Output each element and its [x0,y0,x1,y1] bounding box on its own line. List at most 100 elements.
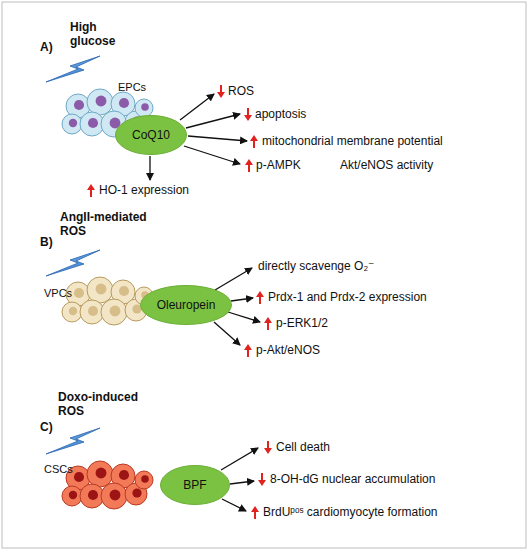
effect-arrow [149,156,150,180]
compound-name: BPF [183,478,206,492]
arrow-head [264,448,272,454]
increase-arrow [250,135,258,148]
increase-arrow [256,291,264,304]
arrow-head [87,184,95,190]
cell-body [87,461,113,487]
compound-ellipse: Oleuropein [140,285,232,325]
cell-body [101,483,127,509]
increase-arrow [264,317,272,330]
cell-nucleus [69,491,77,499]
cell-body [62,114,82,134]
effect-text: p-AMPK [256,158,326,172]
cell-nucleus [74,100,84,110]
arrow-head [250,135,258,141]
panel-letter: C) [40,420,70,434]
effect-arrow [214,322,240,345]
effect-text: Prdx-1 and Prdx-2 expression [268,290,488,304]
ellipse-shape [141,286,232,325]
increase-arrow [244,344,252,357]
cell-nucleus [132,488,141,497]
cell-body [62,302,82,322]
cell-body [80,484,104,508]
effect-arrow [180,94,214,120]
lightning-bolt [46,56,100,82]
ellipse-shape [161,466,230,505]
effect-text: mitochondrial membrane potential [262,134,492,148]
cell-body [101,299,127,325]
cell-type-label: CSCs [44,462,84,476]
cell-nucleus [119,470,129,480]
effect-arrow [230,481,254,484]
cell-type-label: EPCs [118,80,168,94]
cell-type-label: VPCs [44,286,84,300]
cell-body [87,277,113,303]
effect-arrow [228,312,260,322]
cell-nucleus [88,118,98,128]
arrow-head [245,159,253,165]
effect-arrow [188,136,247,141]
effect-text: ROS [228,84,288,98]
cell-nucleus [88,306,98,316]
decrease-arrow [264,441,272,454]
effect-arrow [215,268,252,290]
stressor-label: High glucose [70,20,122,48]
cell-nucleus [74,472,84,482]
increase-arrow [251,506,259,519]
lightning-bolt [46,250,100,276]
effect-arrow [186,114,240,128]
cell-nucleus [88,490,98,500]
decrease-arrow [217,85,225,98]
stressor-label: Doxo-induced ROS [58,390,150,418]
cell-body [135,471,153,489]
cell-nucleus [74,288,84,298]
cell-body [80,112,104,136]
cell-nucleus [96,468,107,479]
compound-ellipse: BPF [160,465,230,505]
compound-ellipse: CoQ10 [115,115,187,155]
cell-body [62,486,82,506]
increase-arrow [245,159,253,172]
effect-text: Akt/eNOS activity [340,158,480,172]
cell-nucleus [119,98,129,108]
effect-text: BrdUᵖᵒˢ cardiomyocyte formation [263,505,513,519]
effect-text: p-ERK1/2 [276,316,376,330]
effect-text: Cell death [276,440,396,454]
node-text-holder: CoQ10 [115,115,187,155]
cell-nucleus [110,306,121,317]
decrease-arrow [258,473,266,486]
node-text-holder: BPF [160,465,230,505]
cell-body [87,89,113,115]
cell-nucleus [69,119,77,127]
arrow-head [251,506,259,512]
effect-arrow [184,146,240,164]
cell-nucleus [141,103,149,111]
cell-body [135,99,153,117]
arrow-head [258,480,266,486]
stressor-label: AngII-mediated ROS [60,210,160,238]
effect-text: HO-1 expression [99,183,239,197]
arrow-head [244,115,252,121]
cell-nucleus [119,286,129,296]
decrease-arrow [244,108,252,121]
arrow-head [244,344,252,350]
effect-text: p-Akt/eNOS [256,343,376,357]
cell-nucleus [110,490,121,501]
cell-nucleus [69,307,77,315]
increase-arrow [87,184,95,197]
arrow-head [256,291,264,297]
lightning-bolt [46,428,100,454]
effect-arrow [231,298,253,301]
arrow-head [264,317,272,323]
compound-name: Oleuropein [157,298,216,312]
effect-arrow [221,448,258,470]
panel-letter: A) [40,40,70,54]
effect-arrow [222,499,246,511]
compound-name: CoQ10 [132,128,170,142]
cell-nucleus [96,96,107,107]
effect-text: apoptosis [255,107,355,121]
cell-nucleus [141,475,149,483]
ellipse-shape [116,116,187,155]
